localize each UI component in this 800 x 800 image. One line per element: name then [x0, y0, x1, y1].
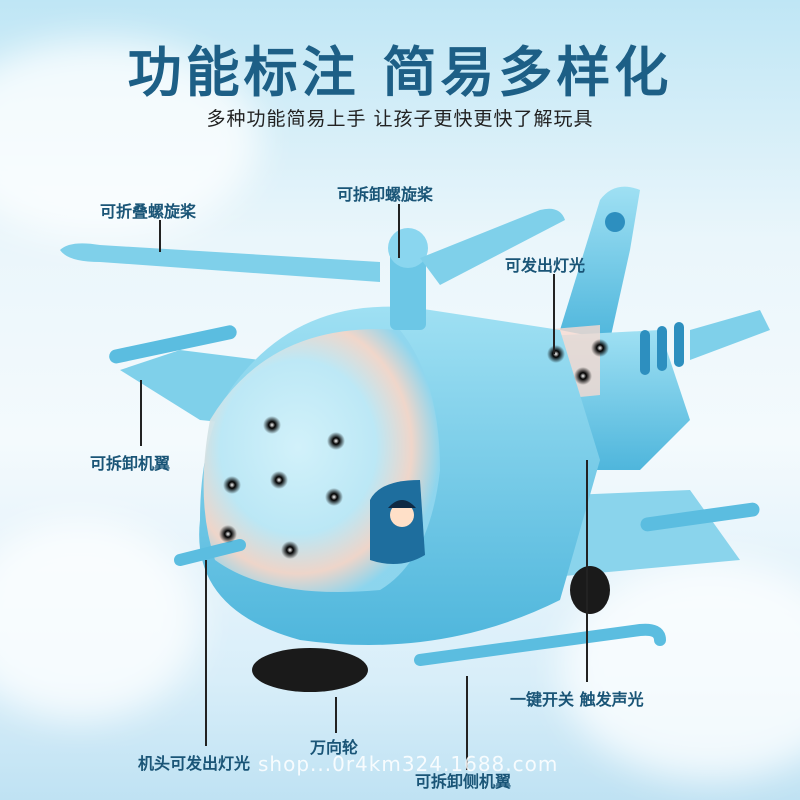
cloud — [0, 40, 260, 240]
label-nose-lights: 机头可发出灯光 — [138, 754, 251, 773]
leader-line — [586, 460, 588, 682]
leader-line — [398, 204, 400, 258]
leader-line — [466, 676, 468, 770]
label-detachable-side-wing: 可拆卸侧机翼 — [415, 772, 512, 791]
label-foldable-propeller: 可折叠螺旋桨 — [100, 202, 197, 221]
page-title: 功能标注 简易多样化 — [127, 41, 673, 104]
watermark: shop...0r4km324.1688.com — [258, 752, 559, 776]
label-tail-lights: 可发出灯光 — [505, 256, 586, 275]
universal-wheel — [252, 648, 368, 692]
label-detachable-wing: 可拆卸机翼 — [90, 454, 171, 473]
leader-line — [553, 274, 555, 354]
leader-line — [205, 560, 207, 746]
rotor-hub — [388, 228, 428, 268]
label-detachable-propeller: 可拆卸螺旋桨 — [337, 185, 434, 204]
fan-icon — [605, 212, 625, 232]
foldable-propeller — [60, 243, 380, 282]
cloud — [0, 520, 200, 720]
page-subtitle: 多种功能简易上手 让孩子更快更快了解玩具 — [206, 108, 594, 130]
leader-line — [335, 697, 337, 733]
leader-line — [140, 380, 142, 446]
nose-lights — [219, 416, 345, 559]
detachable-propeller — [420, 208, 565, 285]
landing-skid — [414, 623, 666, 666]
label-one-key-switch: 一键开关 触发声光 — [510, 690, 644, 709]
label-universal-wheel: 万向轮 — [310, 738, 359, 757]
tail-lights — [547, 339, 609, 385]
leader-line — [159, 220, 161, 252]
